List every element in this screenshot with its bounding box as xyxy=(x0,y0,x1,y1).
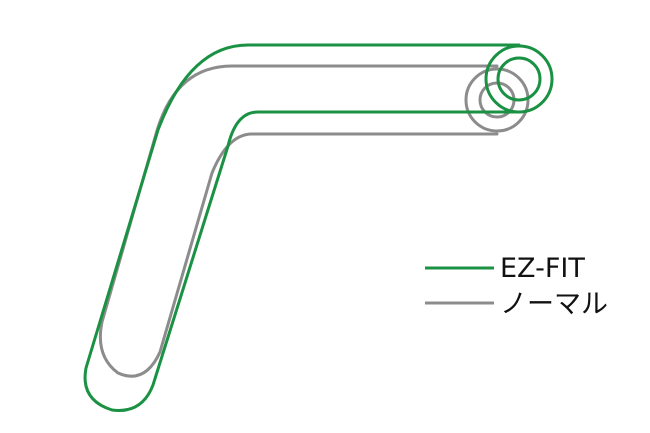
ezfit-grip-body xyxy=(83,43,521,412)
legend-item-ezfit: EZ-FIT xyxy=(425,253,585,284)
normal-grip-end-outer xyxy=(464,67,530,133)
ezfit-grip-outline xyxy=(83,43,554,412)
ezfit-grip-end-outer xyxy=(484,44,554,114)
legend-item-normal: ノーマル xyxy=(425,289,608,320)
ezfit-grip-end-inner xyxy=(496,56,542,102)
legend-label-ezfit: EZ-FIT xyxy=(500,253,585,284)
legend: EZ-FIT ノーマル xyxy=(425,253,608,320)
legend-label-normal: ノーマル xyxy=(500,289,608,320)
